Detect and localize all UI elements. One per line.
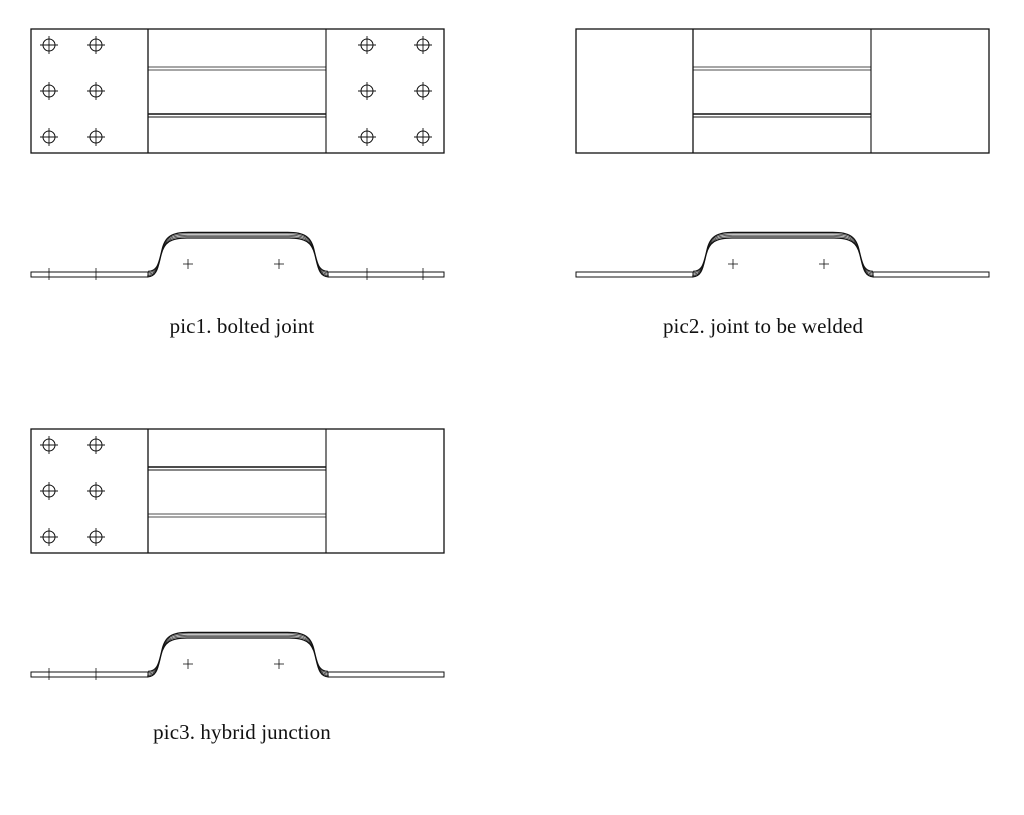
flange-right bbox=[327, 271, 445, 278]
plan-view bbox=[30, 428, 445, 554]
bolt-hole-crosshair-icon bbox=[40, 482, 58, 500]
rib-lines bbox=[693, 66, 871, 118]
hat-profile-layer bbox=[147, 234, 329, 275]
caption-pic2: pic2. joint to be welded bbox=[662, 314, 864, 338]
bolt-hole-crosshair-icon bbox=[358, 82, 376, 100]
hat-profile-layer bbox=[148, 231, 328, 272]
rib-lines bbox=[148, 66, 326, 118]
bolt-hole-crosshair-icon bbox=[358, 128, 376, 146]
centre-mark-plus-icon bbox=[819, 259, 829, 269]
plate-outline bbox=[30, 428, 445, 554]
plate-outline bbox=[30, 28, 445, 154]
bolt-hole-crosshair-icon bbox=[87, 436, 105, 454]
rib-lines bbox=[148, 466, 326, 518]
bolt-hole-crosshair-icon bbox=[40, 82, 58, 100]
flange-left bbox=[30, 271, 149, 278]
bolt-hole-crosshair-icon bbox=[414, 82, 432, 100]
hat-profile-layer bbox=[148, 631, 328, 672]
bolt-hole-crosshair-icon bbox=[87, 528, 105, 546]
section-view bbox=[30, 631, 445, 680]
hat-profile-layer bbox=[692, 234, 874, 275]
centre-mark-plus-icon bbox=[728, 259, 738, 269]
bolt-hole-crosshair-icon bbox=[40, 528, 58, 546]
hat-profile-layer bbox=[147, 636, 329, 676]
bolt-hole-crosshair-icon bbox=[87, 36, 105, 54]
flange-right bbox=[327, 671, 445, 678]
hat-profile-layer bbox=[146, 637, 330, 678]
hat-profile-layer bbox=[146, 237, 330, 278]
bolt-hole-crosshair-icon bbox=[40, 36, 58, 54]
plan-view bbox=[575, 28, 990, 154]
centre-mark-plus-icon bbox=[274, 259, 284, 269]
bolt-hole-crosshair-icon bbox=[40, 128, 58, 146]
bolt-hole-crosshair-icon bbox=[87, 482, 105, 500]
section-view bbox=[575, 231, 990, 278]
figure-pic3-hybrid-junction bbox=[30, 428, 445, 680]
figure-pic1-bolted-joint bbox=[30, 28, 445, 280]
section-view bbox=[30, 231, 445, 280]
centre-mark-plus-icon bbox=[183, 259, 193, 269]
bolt-hole-crosshair-icon bbox=[87, 128, 105, 146]
hat-profile-layer bbox=[147, 634, 329, 675]
caption-pic1: pic1. bolted joint bbox=[169, 314, 315, 338]
caption-pic3: pic3. hybrid junction bbox=[153, 720, 331, 744]
hat-profile-layer bbox=[693, 231, 873, 272]
bolt-hole-crosshair-icon bbox=[414, 36, 432, 54]
plate-outline bbox=[575, 28, 990, 154]
bolt-hole-crosshair-icon bbox=[414, 128, 432, 146]
flange-left bbox=[575, 271, 694, 278]
flange-right bbox=[872, 271, 990, 278]
hat-profile-layer bbox=[147, 236, 329, 276]
bolt-hole-crosshair-icon bbox=[358, 36, 376, 54]
centre-mark-plus-icon bbox=[183, 659, 193, 669]
hat-profile-layer bbox=[691, 237, 875, 278]
centre-mark-plus-icon bbox=[274, 659, 284, 669]
hat-profile-layer bbox=[692, 236, 874, 276]
plan-view bbox=[30, 28, 445, 154]
figure-pic2-joint-to-be-welded bbox=[575, 28, 990, 278]
flange-left bbox=[30, 671, 149, 678]
bolt-hole-crosshair-icon bbox=[40, 436, 58, 454]
bolt-hole-crosshair-icon bbox=[87, 82, 105, 100]
